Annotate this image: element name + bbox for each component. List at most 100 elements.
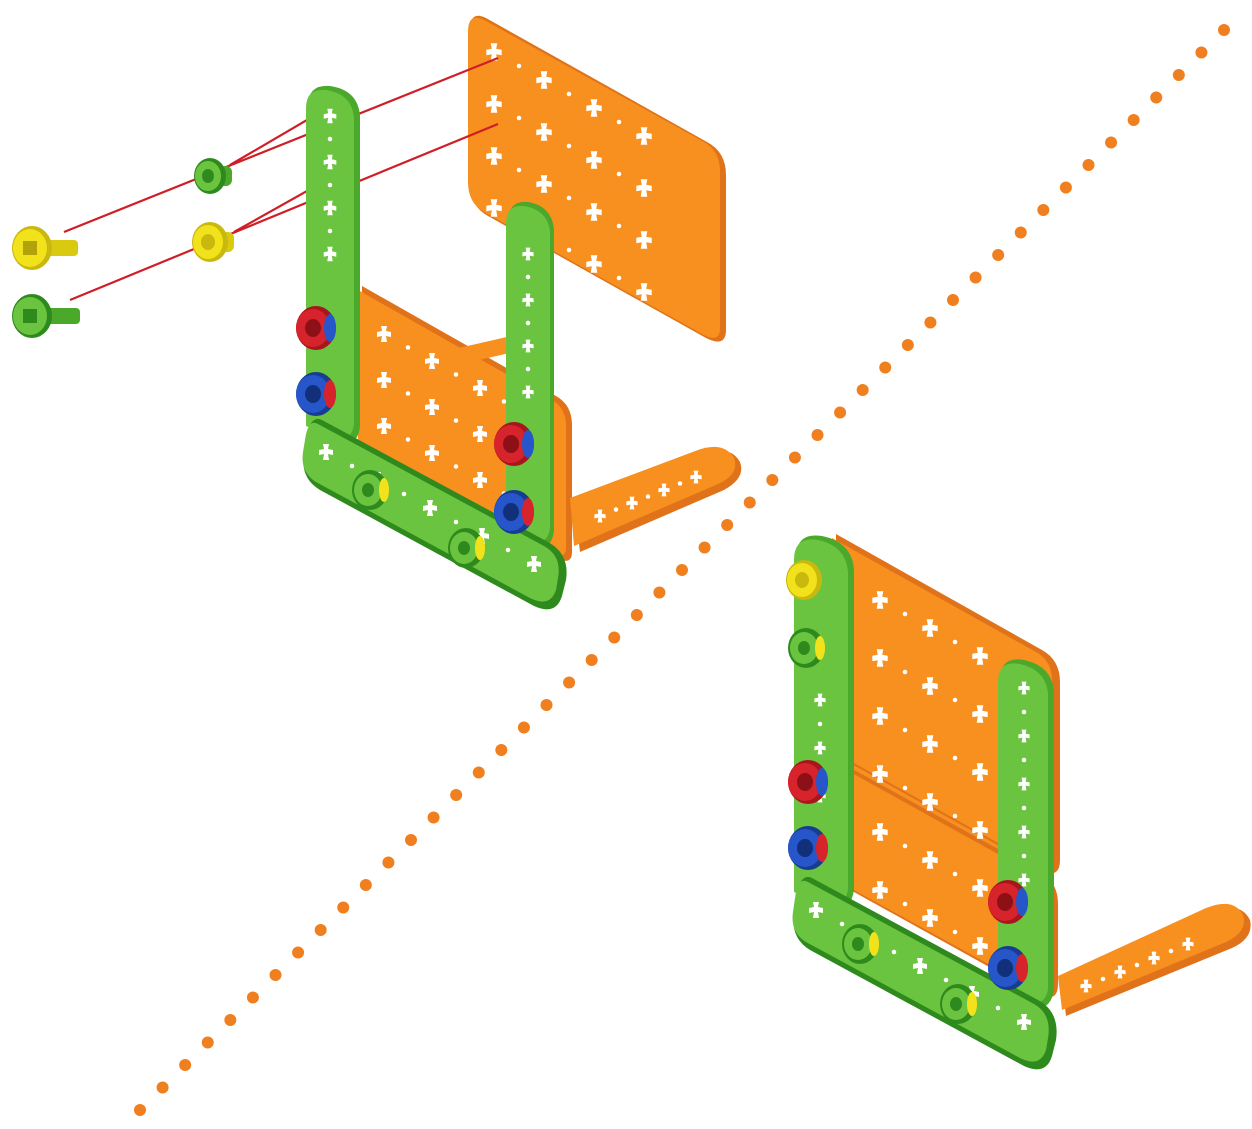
red-bolt [788, 760, 828, 804]
orange-l-bracket [1058, 903, 1251, 1016]
pin-hole [1168, 948, 1174, 954]
pin-hole [902, 901, 908, 907]
divider-dot [359, 879, 372, 891]
divider-dot [856, 384, 869, 396]
divider-dot [1082, 159, 1095, 171]
divider-dot [947, 294, 959, 306]
divider-dot [1014, 226, 1027, 239]
yellow-nut [786, 560, 822, 600]
divider-dot [834, 406, 847, 419]
divider-dot [1150, 91, 1163, 104]
pin-hole [902, 611, 908, 617]
pin-hole [616, 119, 622, 125]
pin-hole [525, 320, 531, 326]
pin-hole [349, 463, 355, 469]
pin-hole [453, 464, 459, 469]
pin-hole [516, 115, 522, 121]
divider-dot [314, 924, 327, 936]
divider-dot [743, 496, 756, 509]
pin-hole [453, 418, 459, 423]
assembled-result [786, 534, 1251, 1070]
pin-hole [952, 639, 958, 645]
divider-dot [292, 946, 305, 959]
divider-dot [879, 361, 892, 374]
pin-hole [1021, 709, 1027, 715]
green-nut [842, 924, 879, 964]
divider-dot [1218, 24, 1230, 36]
pin-hole [327, 228, 333, 234]
divider-dot [337, 901, 350, 914]
fasteners-assembled [786, 560, 1028, 1024]
pin-hole [516, 167, 522, 173]
pin-hole [995, 1005, 1001, 1011]
blue-bolt [296, 372, 336, 416]
red-bolt [296, 306, 336, 350]
yellow-screw-icon [12, 226, 78, 270]
divider-dot [427, 811, 440, 824]
pin-hole [616, 223, 622, 229]
pin-hole [952, 813, 958, 819]
divider-dot [405, 834, 417, 846]
divider-dot [224, 1014, 237, 1026]
pin-hole [401, 491, 407, 497]
loose-fasteners [12, 158, 234, 338]
pin-hole [405, 345, 411, 350]
exploded-assembly [12, 15, 742, 610]
pin-hole [952, 871, 958, 877]
pin-hole [902, 669, 908, 675]
divider-dot [472, 766, 485, 779]
pin-hole [1100, 976, 1106, 982]
divider-dot [1059, 181, 1072, 194]
divider-dot [698, 541, 711, 554]
green-nut [940, 984, 977, 1024]
red-bolt [988, 880, 1028, 924]
yellow-nut-icon [192, 222, 234, 262]
pin-hole [566, 91, 572, 97]
pin-hole [1021, 757, 1027, 763]
divider-dot [901, 339, 914, 351]
pin-hole [616, 275, 622, 281]
pin-hole [566, 247, 572, 253]
pin-hole [1021, 805, 1027, 811]
divider-dot [676, 564, 688, 576]
pin-hole [453, 372, 459, 377]
divider-dot [721, 519, 734, 531]
pin-hole [525, 366, 531, 372]
red-bolt [494, 422, 534, 466]
divider-dot [201, 1036, 214, 1049]
divider-dot [450, 789, 463, 801]
pin-hole [405, 391, 411, 396]
divider-dot [992, 249, 1005, 261]
orange-plate-tall [831, 534, 1060, 998]
green-nut-icon [194, 158, 232, 194]
divider-dot [495, 744, 508, 756]
pin-hole [501, 399, 507, 404]
pin-hole [943, 977, 949, 983]
pin-hole [327, 182, 333, 188]
divider-dot [1127, 114, 1140, 126]
pin-hole [677, 481, 683, 486]
pin-hole [952, 755, 958, 761]
pin-hole [902, 727, 908, 733]
divider-dot [246, 991, 259, 1004]
guide-lines [63, 56, 499, 302]
green-strip-left [306, 85, 360, 444]
pin-hole [327, 136, 333, 142]
pin-hole [525, 274, 531, 280]
blue-bolt [494, 490, 534, 534]
divider-dot [766, 474, 779, 486]
divider-dot [653, 586, 666, 599]
pin-hole [405, 437, 411, 442]
green-nut [352, 470, 389, 510]
divider-dot [924, 316, 937, 329]
divider-dot [630, 609, 643, 621]
blue-bolt [988, 946, 1028, 990]
pin-hole [817, 721, 823, 727]
pin-hole [1021, 853, 1027, 859]
divider-dot [608, 631, 621, 644]
pin-hole [839, 921, 845, 927]
divider-dot [585, 654, 598, 666]
divider-dot [517, 721, 530, 734]
